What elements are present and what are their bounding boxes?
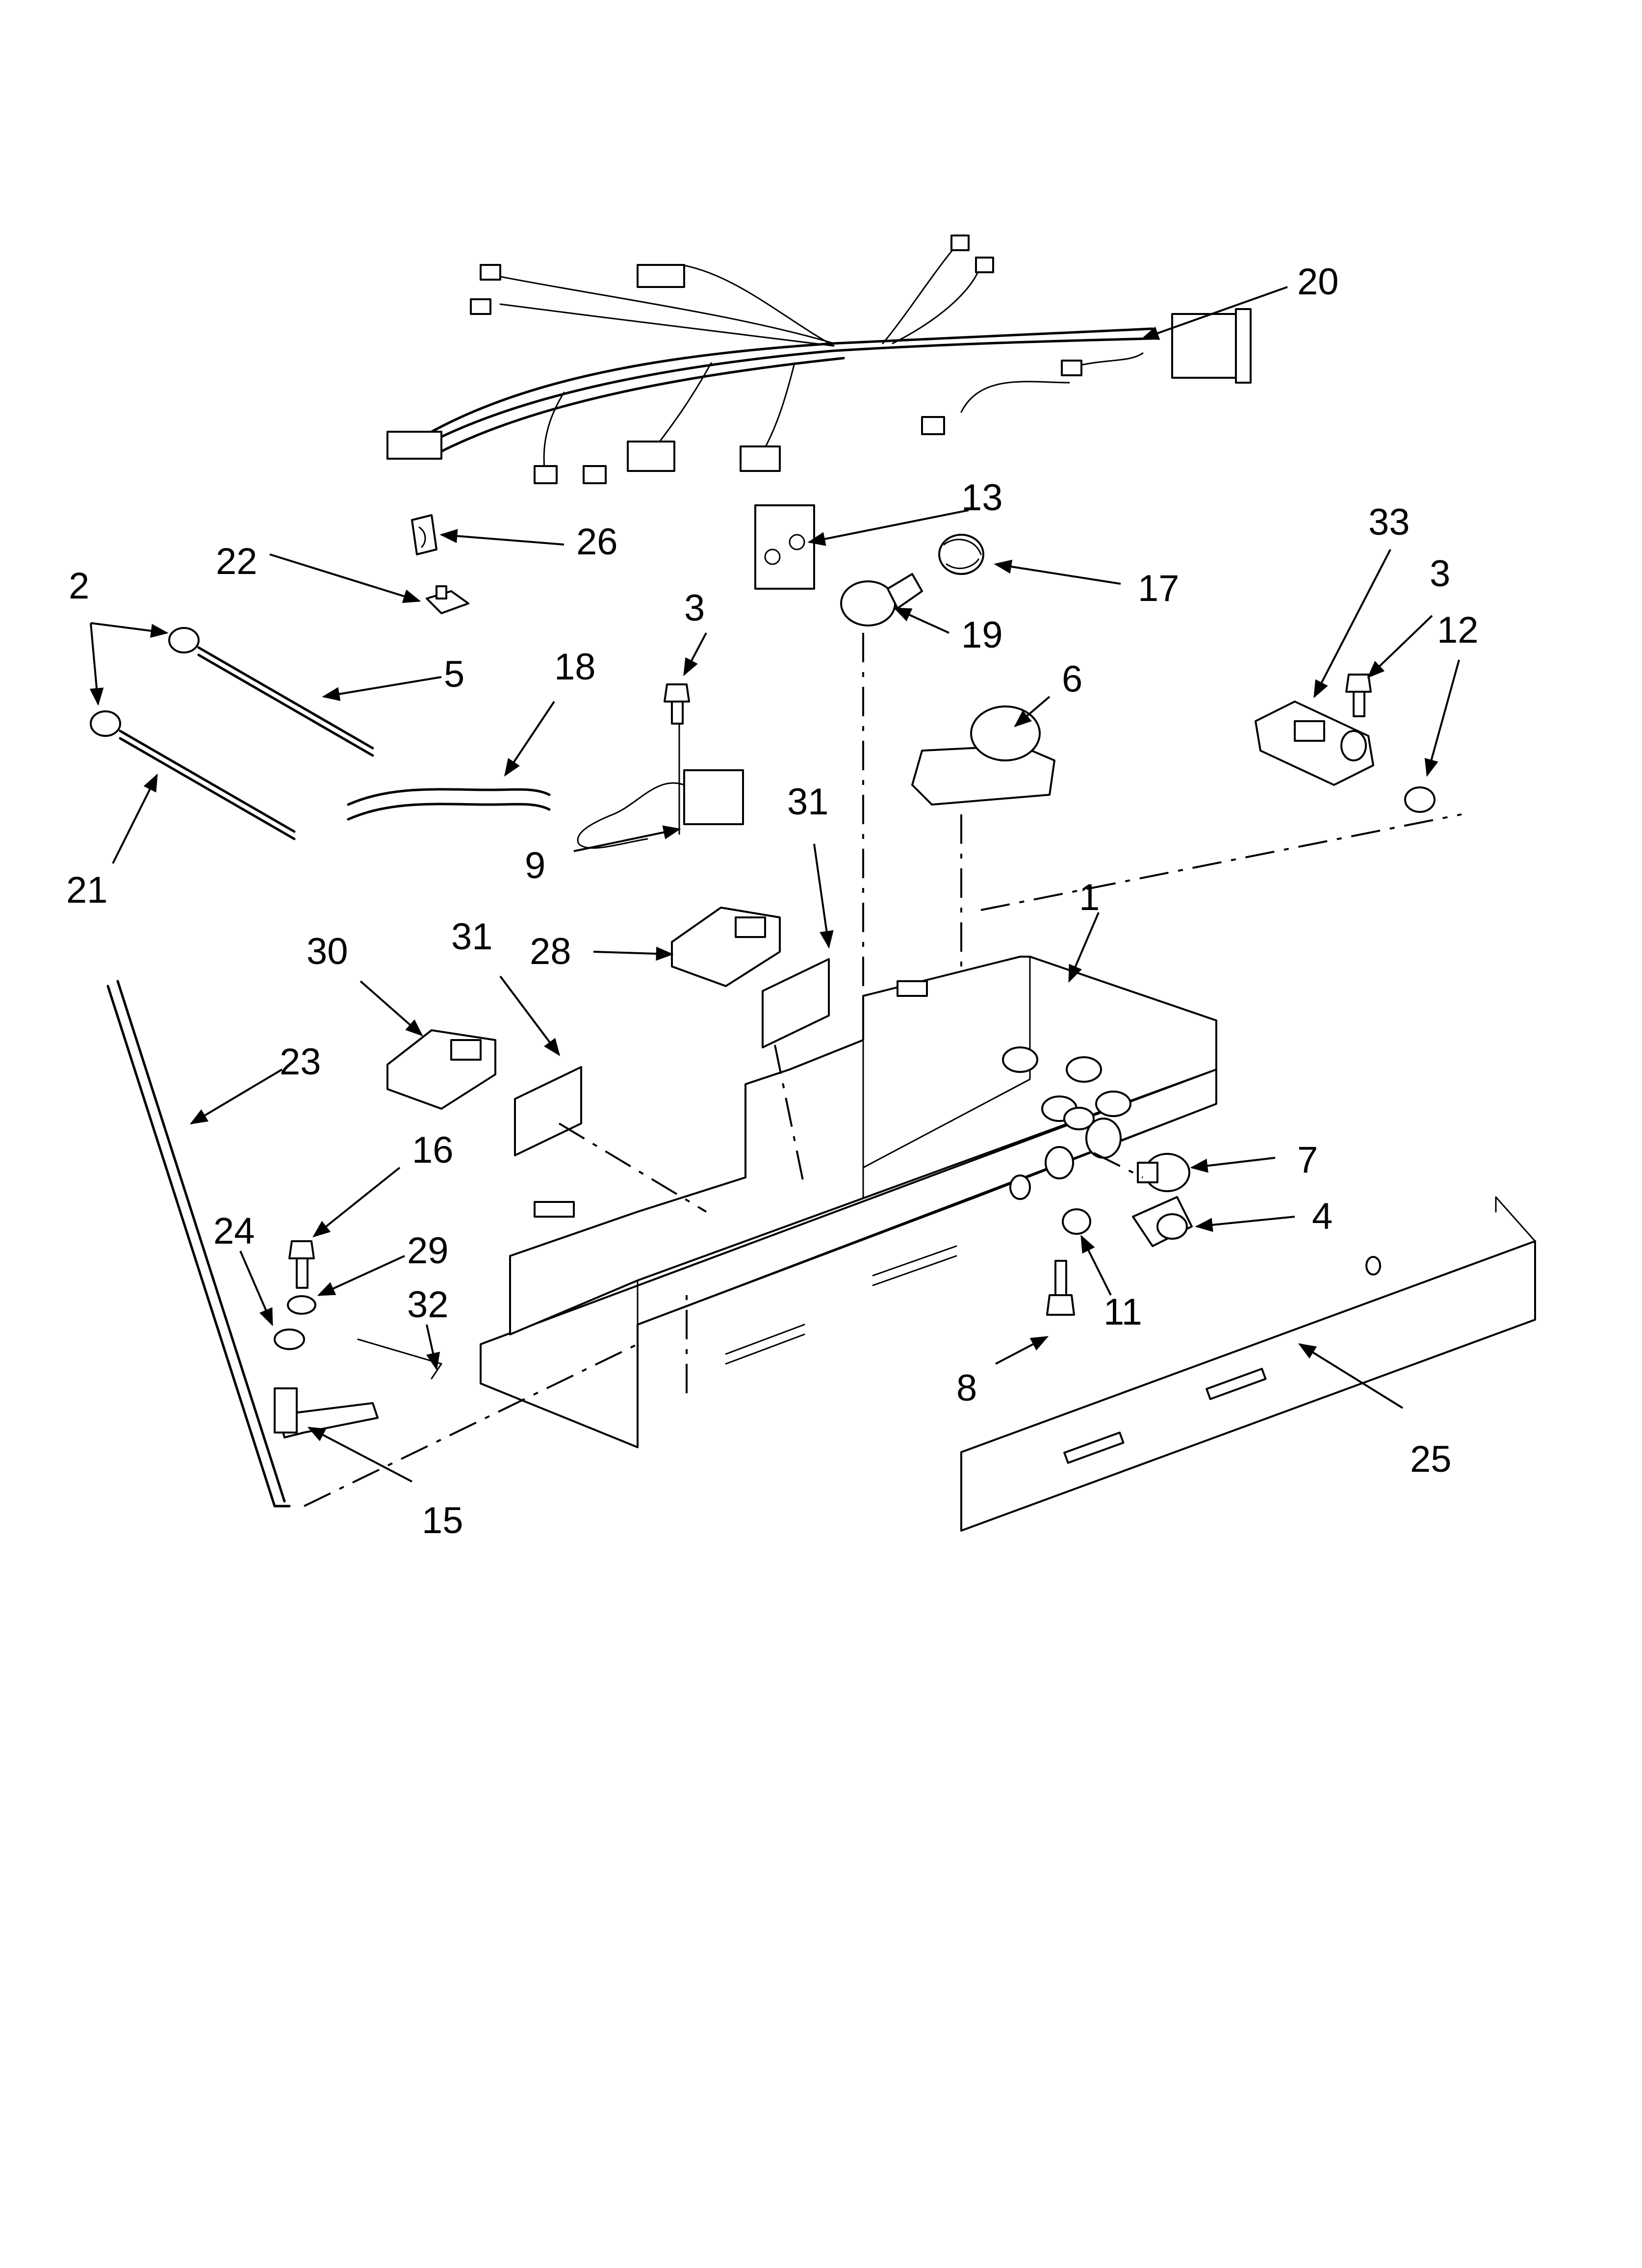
callout-31-lower: 31: [451, 916, 493, 958]
callout-20: 20: [1297, 261, 1339, 303]
trim-strip-part-25: [960, 1196, 1536, 1532]
callout-8: 7: [1297, 1139, 1318, 1181]
callout-11: 11: [1103, 1291, 1142, 1333]
wire-harness-part-20: [386, 235, 1252, 484]
leader-arrows: [89, 286, 1460, 1483]
clip-part-26: [411, 514, 437, 555]
callout-24: 24: [213, 1210, 255, 1252]
callout-3-left: 3: [684, 587, 705, 629]
callout-17: 17: [1138, 568, 1180, 609]
screw-part-16: [288, 1240, 315, 1289]
rod-part-21: [119, 730, 296, 833]
callout-21: 21: [66, 869, 108, 911]
plug-part-11: [1062, 1208, 1091, 1235]
callout-19: 19: [961, 614, 1003, 656]
rod-part-5: [197, 646, 374, 750]
washer-part-29: [287, 1295, 316, 1315]
callout-18: 18: [554, 646, 596, 688]
callout-1: 1: [1079, 877, 1100, 918]
button-part-4: [1132, 1196, 1193, 1247]
callout-30: 30: [307, 931, 348, 972]
callout-6: 6: [1062, 658, 1082, 700]
callout-32: 32: [407, 1284, 449, 1326]
callout-25: 25: [1410, 1438, 1452, 1480]
tube-part-18: [347, 788, 551, 806]
label-part-31-upper: [762, 958, 830, 1048]
clip-part-22: [426, 585, 469, 614]
callout-3-right: 3: [1430, 553, 1450, 595]
callout-22: 22: [216, 541, 257, 582]
callout-33: 33: [1368, 501, 1410, 543]
rod-part-23: [106, 985, 291, 1508]
grommet-part-2: [90, 627, 200, 737]
callout-12: 12: [1437, 609, 1479, 651]
callout-26: 26: [576, 521, 618, 563]
callout-5: 5: [444, 653, 464, 695]
callout-4: 4: [1312, 1196, 1333, 1237]
callout-31-upper: 31: [787, 781, 829, 823]
washer-part-24: [274, 1329, 305, 1350]
lamp-socket-part-17: [938, 534, 984, 575]
knob-part-8: [1137, 1153, 1190, 1192]
switch-part-9: [577, 720, 744, 849]
bracket-part-15: [274, 1387, 379, 1438]
spring-part-32: [357, 1338, 442, 1380]
callout-2: 2: [69, 565, 89, 607]
pad-part-13: [754, 504, 815, 590]
screw-part-3-right: [1345, 674, 1372, 717]
label-part-31-lower: [514, 1066, 582, 1156]
callout-labels: 20 13 26 22 17 19 2 5 18 3 6 33 3 12 21 …: [66, 261, 1479, 1541]
callout-13: 13: [961, 477, 1003, 519]
callout-7: 8: [956, 1367, 977, 1409]
screw-part-7: [1046, 1260, 1075, 1316]
callout-23: 23: [280, 1041, 321, 1083]
callout-28: 28: [530, 931, 571, 972]
bracket-part-28: [671, 907, 781, 987]
control-board-part-33: [1255, 701, 1374, 786]
callout-15: 15: [422, 1500, 463, 1541]
callout-9: 9: [525, 845, 545, 886]
light-bulb-part-19: [840, 573, 923, 626]
clip-part-12: [1404, 786, 1436, 813]
screw-part-3-left: [664, 683, 690, 725]
bracket-part-30: [386, 1029, 496, 1110]
callout-16: 16: [412, 1129, 454, 1171]
control-housing-part-1: [480, 956, 1217, 1448]
callout-29: 29: [407, 1230, 449, 1272]
